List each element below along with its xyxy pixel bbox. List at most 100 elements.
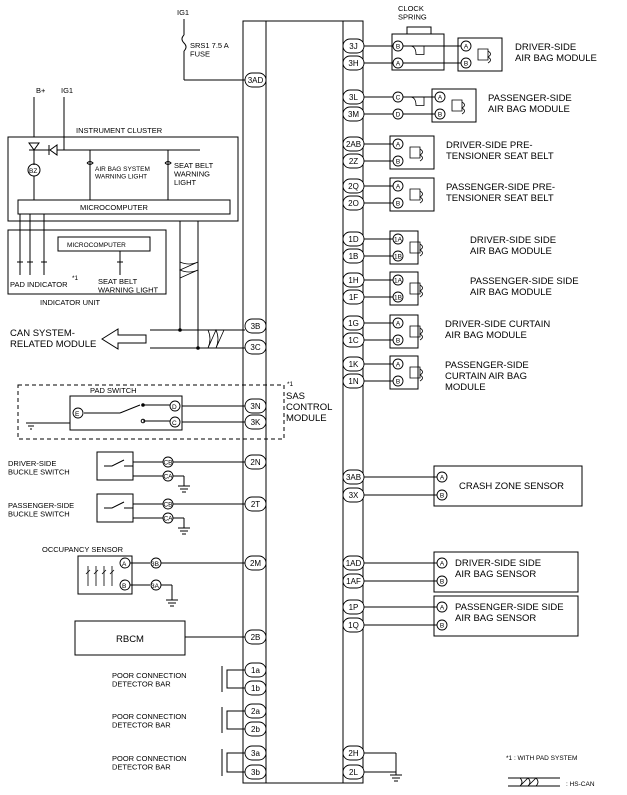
sensor-pin: 1Q	[348, 621, 359, 630]
module-pin-b: 1B	[394, 254, 402, 261]
module-pin-a: A	[396, 321, 401, 328]
right-pin: 3J	[349, 42, 357, 51]
right-pin: 1C	[348, 336, 358, 345]
cluster-title: INSTRUMENT CLUSTER	[76, 126, 163, 135]
pad-switch-mark: *1	[287, 381, 294, 388]
module-pin-b: B	[396, 338, 400, 345]
module-pin-a: 1A	[394, 278, 403, 285]
instrument-cluster: B+ IG1 INSTRUMENT CLUSTER BZ AIR BAG SYS…	[7, 86, 239, 222]
pad-pin-e: E	[75, 411, 80, 418]
legend-hscan: : HS-CAN	[566, 781, 595, 788]
clock-spring-pin: C	[396, 95, 401, 102]
sensor-pin-a: A	[440, 605, 445, 612]
left-pin-p2T: 2T	[251, 500, 260, 509]
right-pin: 1G	[348, 319, 359, 328]
occ-pin-a: A	[122, 561, 127, 568]
occupancy-sensor: OCCUPANCY SENSOR A B 3B 3A	[42, 545, 245, 607]
pad-indicator-label: PAD INDICATOR	[10, 280, 68, 289]
module-pin-a: 1A	[394, 237, 403, 244]
sensor-pin: 3X	[349, 491, 359, 500]
pad-indicator-mark: *1	[72, 275, 79, 282]
left-pin-p2B: 2B	[251, 633, 261, 642]
sensor-pin-a: A	[440, 475, 445, 482]
left-pin-p2M: 2M	[250, 559, 261, 568]
sensor-pin: 1AF	[346, 577, 361, 586]
sas-control-module	[242, 20, 364, 784]
pad-switch-title: PAD SWITCH	[90, 386, 137, 395]
left-pin-p3K-shape	[244, 414, 267, 430]
sensor-pin-b: B	[440, 579, 444, 586]
left-pin-p3b: 3b	[251, 768, 260, 777]
buckle-pin-b: CA	[163, 516, 173, 523]
module-label: DRIVER-SIDE PRE-TENSIONER SEAT BELT	[446, 140, 554, 162]
right-pin: 3L	[349, 93, 358, 102]
module-pin-b: B	[464, 61, 468, 68]
sensor-pin: 1P	[349, 603, 359, 612]
right-pin: 1B	[349, 252, 359, 261]
indicator-microcomputer-label: MICROCOMPUTER	[67, 242, 126, 249]
b-plus-label: B+	[36, 86, 46, 95]
occ-conn-3a: 3A	[151, 583, 160, 590]
buckle-pin-a: CB	[163, 502, 172, 509]
module-label: PASSENGER-SIDE PRE-TENSIONER SEAT BELT	[446, 182, 555, 204]
indicator-unit-title: INDICATOR UNIT	[40, 298, 101, 307]
left-pin-p2N: 2N	[250, 458, 260, 467]
left-pin-p3B-shape	[244, 318, 267, 334]
can-module: CAN SYSTEM-RELATED MODULE	[10, 328, 147, 350]
left-pin-p2b: 2b	[251, 725, 260, 734]
legend-note: *1 : WITH PAD SYSTEM	[506, 755, 577, 762]
occupancy-label: OCCUPANCY SENSOR	[42, 545, 124, 554]
buckle-pin-a: CB	[163, 460, 172, 467]
module-pin-a: A	[438, 95, 443, 102]
right-pin: 2Q	[348, 182, 359, 191]
occ-pin-b: B	[122, 583, 126, 590]
right-pin: 1N	[348, 377, 358, 386]
left-pin-p3C: 3C	[250, 343, 260, 352]
module-pin-a: A	[396, 142, 401, 149]
sensor-pin: 1AD	[346, 559, 362, 568]
module-pin-a: A	[464, 44, 469, 51]
right-pin: 3M	[348, 110, 359, 119]
module-pin-b: 1B	[394, 295, 402, 302]
ground-pin: 2H	[348, 749, 358, 758]
clock-spring-pin: A	[396, 61, 401, 68]
left-pin-p1a: 1a	[251, 666, 260, 675]
buckle-pin-b: CA	[163, 474, 173, 481]
clock-spring-pin: B	[396, 44, 400, 51]
right-pin: 2AB	[346, 140, 361, 149]
left-pin-p3N: 3N	[250, 402, 260, 411]
rbcm-label: RBCM	[116, 634, 144, 645]
module-pin-b: B	[396, 201, 400, 208]
right-pin: 1D	[348, 235, 358, 244]
ig1-left-label: IG1	[61, 86, 73, 95]
